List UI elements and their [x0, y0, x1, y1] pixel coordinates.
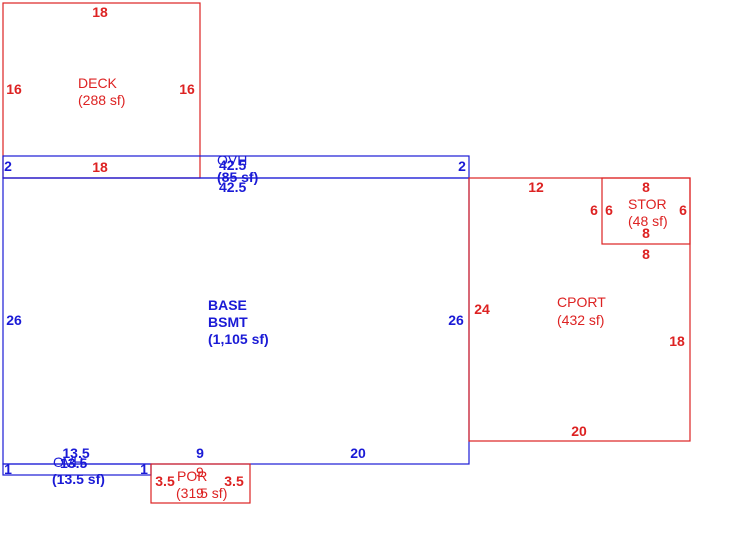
ovh-top-dim-bottom: 42.5 [219, 179, 246, 195]
cport-dim-bottom: 20 [571, 423, 587, 439]
por-area: (31.5 sf) [176, 485, 227, 501]
ovh-bottom-dim-top: 13.5 [62, 445, 89, 461]
ovh-bottom-dim-right: 1 [140, 461, 148, 477]
stor-outline [601, 177, 691, 245]
ovh-top-dim-right: 2 [458, 158, 466, 174]
ovh-bottom-label: OVH [53, 454, 83, 470]
base-dim-left: 26 [6, 312, 22, 328]
cport-dim-left: 24 [474, 301, 490, 317]
por-dim-right: 3.5 [224, 473, 244, 489]
por-dim-left: 3.5 [155, 473, 175, 489]
base-label-line2: BSMT [208, 314, 248, 330]
base-dim-bottom-left: 9 [196, 445, 204, 461]
ovh-bottom-area: (13.5 sf) [52, 471, 105, 487]
stor-dim-inner-left: 6 [605, 202, 613, 218]
ovh-bottom-dim-left: 1 [4, 461, 12, 477]
stor-dim-bottom-outer: 8 [642, 246, 650, 262]
stor-dim-right: 6 [679, 202, 687, 218]
cport-area: (432 sf) [557, 312, 604, 328]
deck-dim-bottom: 18 [92, 159, 108, 175]
deck-dim-top: 18 [92, 4, 108, 20]
base-dim-bottom-right: 20 [350, 445, 366, 461]
deck-dim-left: 16 [6, 81, 22, 97]
ovh-top-label: OVH [217, 152, 247, 168]
stor-area: (48 sf) [628, 213, 668, 229]
cport-label: CPORT [557, 294, 606, 310]
base-label-line1: BASE [208, 297, 247, 313]
stor-dim-left: 6 [590, 202, 598, 218]
base-area: (1,105 sf) [208, 331, 269, 347]
ovh-bottom-label-overlap: 13.5 [60, 455, 87, 471]
por-label-overlap: 9 [196, 464, 204, 480]
ovh-top-area: (85 sf) [217, 169, 258, 185]
por-outline [150, 463, 251, 504]
stor-label: STOR [628, 196, 667, 212]
deck-area: (288 sf) [78, 92, 125, 108]
cport-dim-right: 18 [669, 333, 685, 349]
stor-dim-top: 8 [642, 179, 650, 195]
deck-dim-right: 16 [179, 81, 195, 97]
por-area-overlap: 9 [196, 485, 204, 501]
ovh-top-dim-left: 2 [4, 158, 12, 174]
cport-dim-top: 12 [528, 179, 544, 195]
stor-dim-bottom: 8 [642, 225, 650, 241]
cport-outline [468, 177, 691, 442]
deck-label: DECK [78, 75, 118, 91]
ovh-top-label-overlap: 42.5 [219, 157, 246, 173]
por-label: POR [177, 468, 207, 484]
base-dim-right: 26 [448, 312, 464, 328]
